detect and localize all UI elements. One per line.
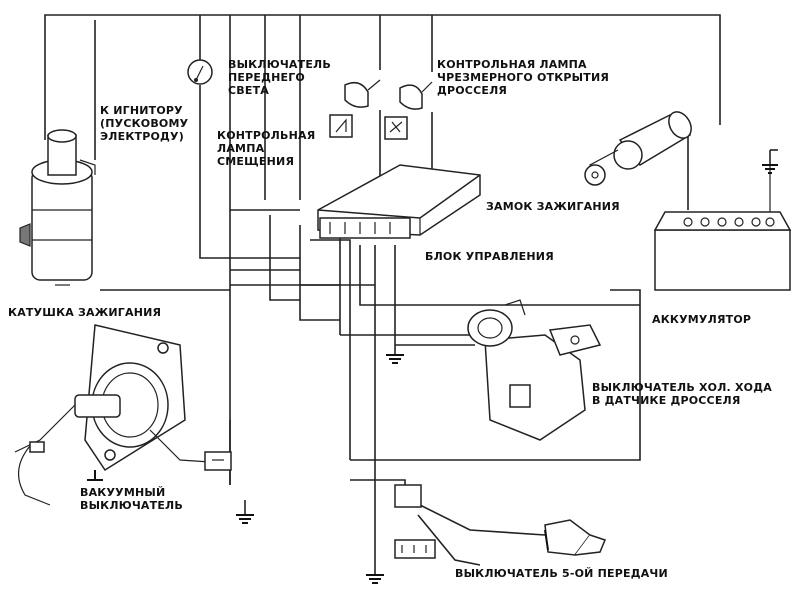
control-unit-icon xyxy=(317,164,481,239)
headlight-switch-label: ВЫКЛЮЧАТЕЛЬ ПЕРЕДНЕГО СВЕТА xyxy=(228,58,331,97)
ignition-coil-icon xyxy=(19,129,96,286)
vacuum-switch-icon xyxy=(14,324,232,506)
offset-lamp-icon xyxy=(329,79,381,138)
wires xyxy=(44,14,778,575)
offset-lamp-label: КОНТРОЛЬНАЯ ЛАМПА СМЕЩЕНИЯ xyxy=(217,129,316,168)
control-unit-label: БЛОК УПРАВЛЕНИЯ xyxy=(425,250,554,263)
throttle-position-sensor-icon xyxy=(467,299,602,441)
idle-switch-label: ВЫКЛЮЧАТЕЛЬ ХОЛ. ХОДА В ДАТЧИКЕ ДРОССЕЛЯ xyxy=(592,381,772,407)
ignition-lock-label: ЗАМОК ЗАЖИГАНИЯ xyxy=(486,200,620,213)
battery-icon xyxy=(653,165,792,291)
throttle-lamp-label: КОНТРОЛЬНАЯ ЛАМПА ЧРЕЗМЕРНОГО ОТКРЫТИЯ Д… xyxy=(437,58,610,97)
ignition-key-icon xyxy=(584,111,692,186)
battery-label: АККУМУЛЯТОР xyxy=(652,313,752,326)
headlight-switch-icon xyxy=(187,59,213,85)
ignition-coil-label: КАТУШКА ЗАЖИГАНИЯ xyxy=(8,306,162,319)
igniter-label: К ИГНИТОРУ (ПУСКОВОМУ ЭЛЕКТРОДУ) xyxy=(100,104,189,143)
vacuum-switch-label: ВАКУУМНЫЙ ВЫКЛЮЧАТЕЛЬ xyxy=(80,486,183,512)
fifth-gear-switch-label: ВЫКЛЮЧАТЕЛЬ 5-ОЙ ПЕРЕДАЧИ xyxy=(455,567,668,580)
ground-icon xyxy=(87,164,778,584)
throttle-lamp-icon xyxy=(384,81,433,140)
gear-switch-icon xyxy=(394,484,607,559)
